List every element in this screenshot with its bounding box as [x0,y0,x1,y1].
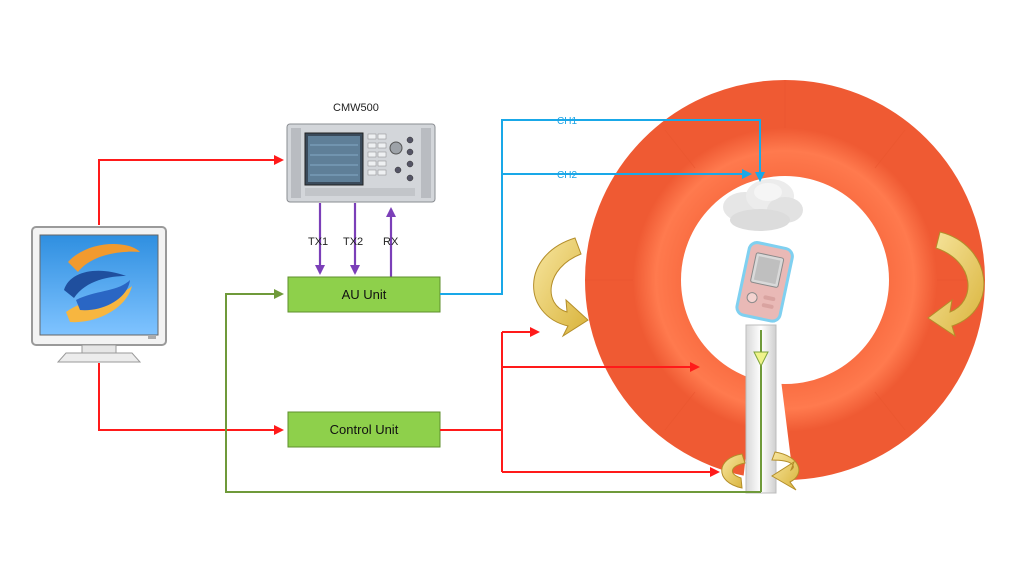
instrument-port-links [315,203,396,277]
rotation-arrow-icon [533,237,589,338]
control-unit-box: Control Unit [287,411,441,448]
monitor-icon [31,226,167,363]
control-unit-label: Control Unit [330,422,399,437]
cmw500-label: CMW500 [333,102,379,114]
cmw500-instrument-icon [286,123,436,203]
port-label-tx1: TX1 [308,236,328,248]
au-unit-box: AU Unit [287,276,441,313]
rotation-arrow-icon [927,231,985,338]
position-feedback-link [225,289,761,493]
mobile-device-icon [735,241,794,323]
port-label-tx2: TX2 [343,236,363,248]
channel-label-ch2: CH2 [557,170,577,181]
port-label-rx: RX [383,236,399,248]
cloud-icon [723,179,803,231]
control-links [98,155,720,477]
software-logo-icon [64,243,140,323]
channel-label-ch1: CH1 [557,116,577,127]
rotation-arrow-icon [721,451,800,491]
rf-channel-links [440,119,765,295]
device-pillar [745,324,777,494]
au-unit-label: AU Unit [342,287,387,302]
